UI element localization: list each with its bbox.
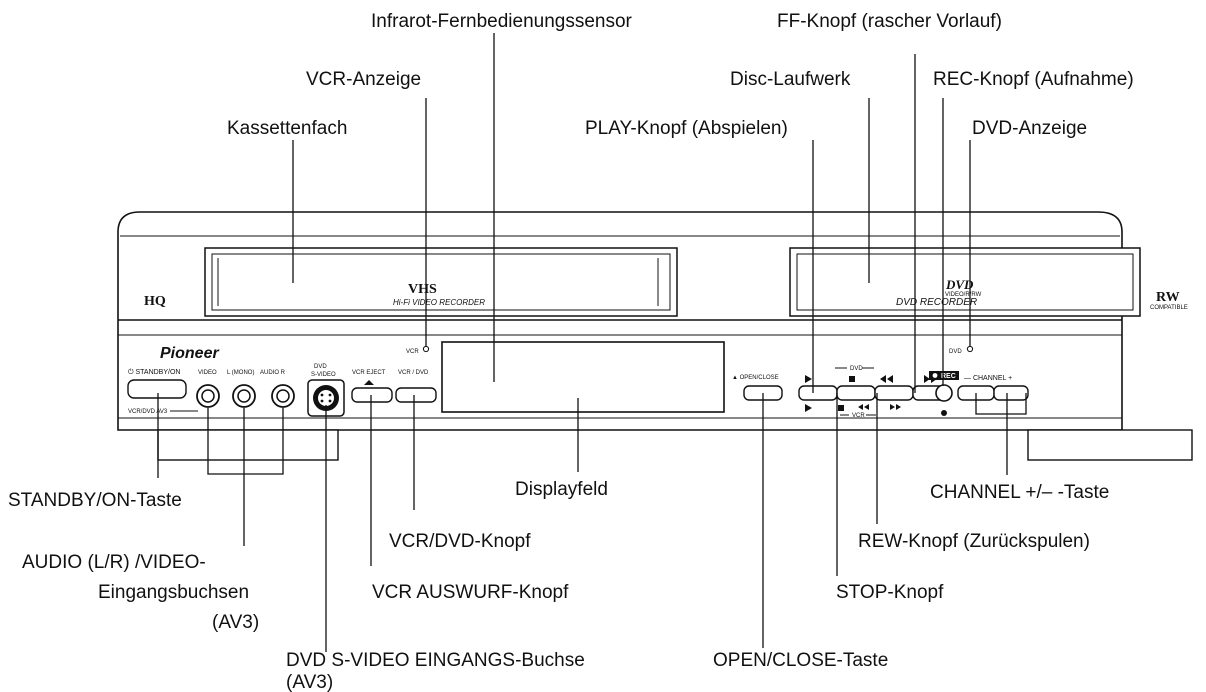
callout-standby: STANDBY/ON-Taste [8,490,182,511]
vcr-dvd-label: VCR / DVD [398,370,429,376]
callout-audio-2: Eingangsbuchsen [98,582,249,603]
open-close-label: ▲ OPEN/CLOSE [732,375,779,381]
callout-audio-3: (AV3) [212,612,259,633]
vhs-text: Hi-Fi VIDEO RECORDER [393,298,485,307]
dvd-sub: VIDEO/R/RW [945,292,982,298]
vcr-dvd-button[interactable] [395,387,437,403]
callout-rew: REW-Knopf (Zurückspulen) [858,531,1090,552]
standby-button[interactable] [127,379,187,399]
vcr-stop-icon [838,405,844,411]
rewind-icon [880,375,893,383]
callout-rec: REC-Knopf (Aufnahme) [933,69,1134,90]
hq-logo: HQ [144,294,166,309]
callout-display: Displayfeld [515,479,608,500]
vcr-ff-icon [890,404,901,410]
callout-stop: STOP-Knopf [836,582,944,603]
display-window [441,341,725,413]
eject-icon [364,380,374,385]
callout-svideo-1: DVD S-VIDEO EINGANGS-Buchse [286,650,585,671]
device-body [117,211,1193,461]
dvd-indicator-light [966,345,974,353]
right-foot [1027,429,1193,461]
callout-cassette: Kassettenfach [227,118,347,139]
dvd-logo: DVD [945,277,974,292]
av3-label: VCR/DVD AV3 [128,409,168,415]
rw-sub: COMPATIBLE [1150,305,1188,311]
vcr-eject-label: VCR EJECT [352,370,386,376]
rec-label-dot [932,373,938,378]
rec-dot-icon [941,410,947,416]
stop-icon [849,376,855,382]
video-jack-label: VIDEO [198,370,217,376]
play-button[interactable] [798,385,838,401]
cassette-compartment: VHS Hi-Fi VIDEO RECORDER [204,247,678,317]
callout-vcr-eject: VCR AUSWURF-Knopf [372,582,569,603]
leader-lines [157,33,1027,652]
stop-button[interactable] [836,385,876,401]
rec-label-box [929,371,959,380]
transport-buttons [798,385,950,401]
callout-vcr-dvd: VCR/DVD-Knopf [389,531,531,552]
vcr-eject-button[interactable] [351,387,393,403]
channel-label: — CHANNEL + [964,375,1012,382]
callout-open-close: OPEN/CLOSE-Taste [713,650,888,671]
pioneer-logo: Pioneer [160,345,219,362]
rw-logo: RW [1156,290,1180,305]
dvd-text: DVD RECORDER [896,297,977,308]
callout-disc-tray: Disc-Laufwerk [730,69,851,90]
channel-up-button[interactable] [993,385,1029,401]
callout-svideo-2: (AV3) [286,672,333,692]
l-mono-jack-label: L (MONO) [227,370,254,376]
audio-l-jack[interactable] [232,384,256,408]
video-jack[interactable] [196,384,220,408]
audio-r-jack[interactable] [271,384,295,408]
dvd-svideo-label-2: S-VIDEO [311,372,336,378]
callout-play: PLAY-Knopf (Abspielen) [585,118,788,139]
callout-vcr-indicator: VCR-Anzeige [306,69,421,90]
rec-label: REC [941,373,956,380]
vcr-group-label: VCR [852,413,865,419]
vhs-logo: VHS [408,282,437,297]
callout-audio-1: AUDIO (L/R) /VIDEO- [22,552,206,573]
dvd-indicator-label: DVD [949,349,962,355]
vcr-indicator-light [422,345,430,353]
left-foot [157,429,339,461]
vcr-rewind-icon [858,404,869,410]
audio-r-jack-label: AUDIO R [260,370,286,376]
dvd-group-label: DVD [850,366,863,372]
svideo-jack[interactable] [307,379,345,417]
rew-button[interactable] [874,385,914,401]
disc-tray: DVD VIDEO/R/RW DVD RECORDER [789,247,1141,317]
standby-label: ⏻ STANDBY/ON [128,368,180,376]
play-icon [805,375,812,383]
callout-dvd-indicator: DVD-Anzeige [972,118,1087,139]
callout-sensor: Infrarot-Fernbedienungssensor [371,11,633,32]
vcr-play-icon [805,404,812,412]
callout-channel: CHANNEL +/– -Taste [930,482,1109,503]
vcr-indicator-label: VCR [406,349,419,355]
dvd-svideo-label-1: DVD [314,364,327,370]
callout-labels: Infrarot-Fernbedienungssensor FF-Knopf (… [8,11,1134,692]
callout-ff: FF-Knopf (rascher Vorlauf) [777,11,1002,32]
rec-button[interactable] [935,384,953,402]
